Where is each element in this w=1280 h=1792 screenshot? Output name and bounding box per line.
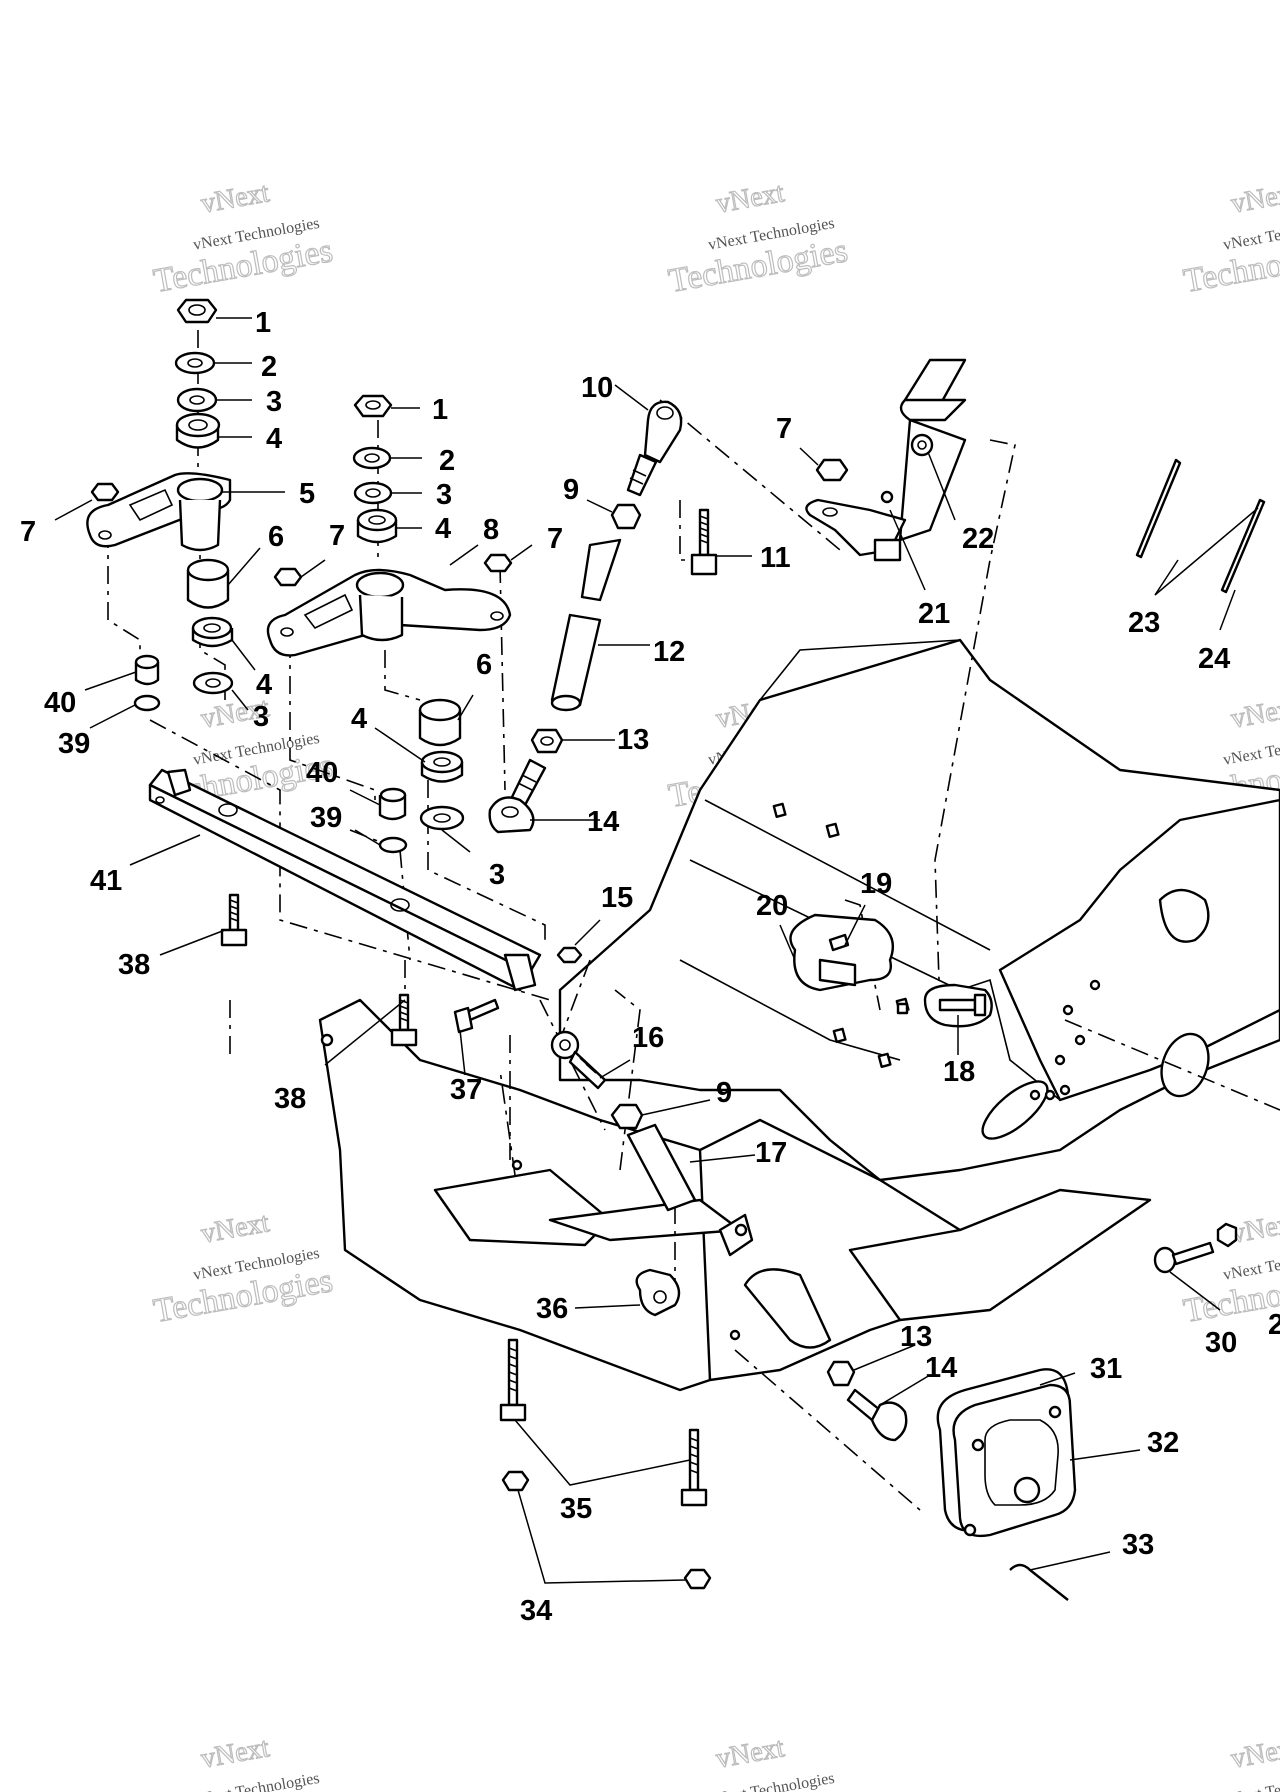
- callout-21: 21: [918, 598, 950, 630]
- callout-7: 7: [776, 413, 792, 445]
- cover-plate-assembly: [826, 1222, 1238, 1601]
- callout-13: 13: [900, 1321, 932, 1353]
- callout-2-edge: 2: [1268, 1309, 1280, 1341]
- callout-41: 41: [90, 865, 122, 897]
- callout-10: 10: [581, 372, 613, 404]
- callout-33: 33: [1122, 1529, 1154, 1561]
- steering-column-arm: [805, 358, 967, 562]
- callout-1: 1: [432, 394, 448, 426]
- callout-7: 7: [329, 520, 345, 552]
- callout-11: 11: [760, 542, 791, 574]
- callout-16: 16: [632, 1022, 664, 1054]
- tie-rod-upper: [488, 400, 718, 834]
- center-parts: [550, 913, 993, 1317]
- callout-9: 9: [716, 1077, 732, 1109]
- callout-14: 14: [587, 806, 619, 838]
- callout-30: 30: [1205, 1327, 1237, 1359]
- callout-8: 8: [483, 514, 499, 546]
- callout-13: 13: [617, 724, 649, 756]
- callout-35: 35: [560, 1493, 592, 1525]
- rods-23-24: [1135, 458, 1266, 594]
- left-steering-arm-stack: [86, 298, 234, 712]
- callout-18: 18: [943, 1056, 975, 1088]
- callout-32: 32: [1147, 1427, 1179, 1459]
- callout-36: 36: [536, 1293, 568, 1325]
- bolts-lower-left: [220, 893, 583, 1047]
- callout-6: 6: [268, 521, 284, 553]
- callout-37: 37: [450, 1074, 482, 1106]
- callout-24: 24: [1198, 643, 1230, 675]
- callout-12: 12: [653, 636, 685, 668]
- callout-31: 31: [1090, 1353, 1122, 1385]
- tie-bar: [148, 768, 542, 992]
- callout-39: 39: [310, 802, 342, 834]
- lower-bolts: [499, 1338, 712, 1590]
- callout-4: 4: [266, 423, 282, 455]
- callout-6: 6: [476, 649, 492, 681]
- callout-3: 3: [266, 386, 282, 418]
- callout-labels: 1 2 3 4 5 7 6 7 1 2 3 4 8 7 4 3 40 39 6 …: [20, 307, 1280, 1627]
- callout-34: 34: [520, 1595, 552, 1627]
- chassis-frame: [318, 638, 1280, 1392]
- callout-1: 1: [255, 307, 271, 339]
- callout-40: 40: [44, 687, 76, 719]
- callout-23: 23: [1128, 607, 1160, 639]
- callout-19: 19: [860, 868, 892, 900]
- callout-20: 20: [756, 890, 788, 922]
- leader-lines: [54, 317, 1259, 1584]
- middle-steering-arm-stack: [266, 394, 513, 854]
- callout-3: 3: [253, 701, 269, 733]
- callout-15: 15: [601, 882, 633, 914]
- callout-14: 14: [925, 1352, 957, 1384]
- callout-2: 2: [439, 445, 455, 477]
- callout-5: 5: [299, 478, 315, 510]
- callout-3: 3: [436, 479, 452, 511]
- callout-4: 4: [435, 513, 451, 545]
- callout-7: 7: [547, 523, 563, 555]
- callout-2: 2: [261, 351, 277, 383]
- callout-38: 38: [274, 1083, 306, 1115]
- callout-7: 7: [20, 516, 36, 548]
- callout-17: 17: [755, 1137, 787, 1169]
- callout-38: 38: [118, 949, 150, 981]
- callout-4: 4: [351, 703, 367, 735]
- callout-3: 3: [489, 859, 505, 891]
- callout-22: 22: [962, 523, 994, 555]
- callout-39: 39: [58, 728, 90, 760]
- callout-4: 4: [256, 669, 272, 701]
- callout-9: 9: [563, 474, 579, 506]
- callout-40: 40: [306, 757, 338, 789]
